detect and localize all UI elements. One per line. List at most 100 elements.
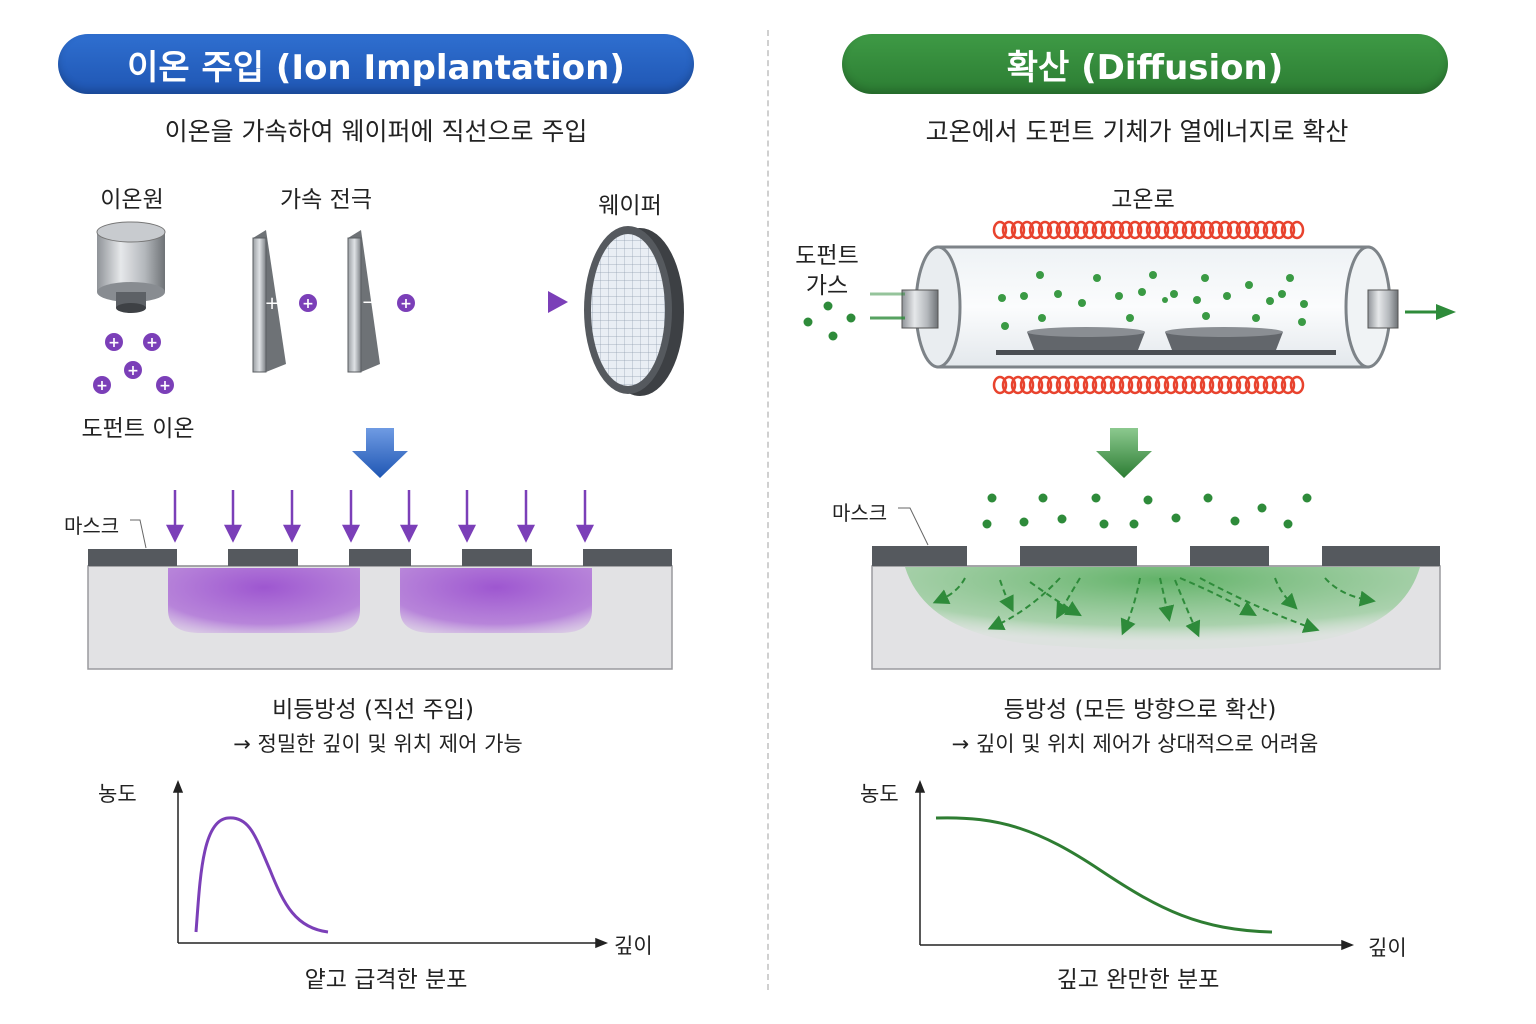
heater-coil-loop — [1136, 375, 1152, 395]
heater-coil-loop — [1226, 220, 1242, 240]
heater-coil-loop — [1199, 375, 1215, 395]
dopant-gas-dots-tube — [998, 271, 1308, 330]
heater-coil-loop — [1082, 375, 1098, 395]
heater-coil-loop — [1001, 375, 1017, 395]
heater-coil-loop — [1217, 220, 1233, 240]
left-mask-blocks — [88, 549, 672, 566]
heater-coil-loop — [1127, 375, 1143, 395]
heater-coil-loop — [992, 220, 1008, 240]
beam-ion-2: + — [397, 294, 415, 312]
heater-coil-loop — [1037, 375, 1053, 395]
heater-coil-loop — [1208, 220, 1224, 240]
heater-coil-loop — [1064, 220, 1080, 240]
heater-coil-loop — [1280, 375, 1296, 395]
ion-graph-ylabel: 농도 — [98, 782, 137, 806]
right-mask-blocks — [872, 546, 1440, 566]
heater-coil-loop — [1280, 220, 1296, 240]
dopant-ions-cluster: + + + + + — [93, 333, 174, 394]
heater-coil-loop — [1154, 375, 1170, 395]
gas-inlet-arrows — [870, 292, 905, 320]
dopant-gas-label-line1: 도펀트 — [795, 243, 859, 269]
heater-coil-loop — [1289, 220, 1305, 240]
left-mask-leader — [130, 519, 147, 549]
right-mask-label: 마스크 — [832, 501, 888, 525]
heater-coil-bottom — [992, 375, 1305, 395]
left-implant-region-2 — [400, 568, 592, 633]
svg-text:+: + — [400, 296, 412, 312]
heater-coil-loop — [1172, 375, 1188, 395]
right-substrate — [871, 565, 1441, 670]
heater-coil-loop — [1046, 375, 1062, 395]
heater-coil-loop — [1136, 220, 1152, 240]
ion-graph-caption: 얕고 급격한 분포 — [304, 967, 468, 993]
ion-property-line2: → 정밀한 깊이 및 위치 제어 가능 — [233, 732, 523, 756]
svg-text:−: − — [361, 292, 376, 313]
heater-coil-loop — [1253, 220, 1269, 240]
furnace-label: 고온로 — [1111, 187, 1175, 213]
acceleration-electrode-plus: + — [252, 230, 286, 373]
ion-property-line1: 비등방성 (직선 주입) — [272, 697, 474, 723]
wafer-label: 웨이퍼 — [598, 193, 662, 219]
heater-coil-loop — [992, 375, 1008, 395]
heater-coil-loop — [1091, 220, 1107, 240]
dopant-gas-dots-inlet — [803, 301, 856, 341]
ion-beam-arrowhead — [548, 291, 568, 313]
acceleration-electrode-minus: − — [347, 230, 380, 373]
dopant-gas-label-line2: 가스 — [805, 273, 849, 299]
heater-coil-loop — [1208, 375, 1224, 395]
ion-implantation-title: 이온 주입 (Ion Implantation) — [58, 34, 694, 94]
wafer — [584, 226, 684, 396]
heater-coil-loop — [1073, 375, 1089, 395]
heater-coil-loop — [1271, 220, 1287, 240]
heater-coil-loop — [1046, 220, 1062, 240]
svg-text:+: + — [96, 378, 108, 394]
heater-coil-loop — [1244, 220, 1260, 240]
heater-coil-loop — [1091, 375, 1107, 395]
svg-text:+: + — [159, 378, 171, 394]
heater-coil-loop — [1289, 375, 1305, 395]
heater-coil-loop — [1226, 375, 1242, 395]
heater-coil-loop — [1064, 375, 1080, 395]
dopant-dots-above-mask — [982, 493, 1312, 529]
heater-coil-loop — [1181, 375, 1197, 395]
right-mask-leader — [898, 507, 929, 546]
svg-text:+: + — [146, 335, 158, 351]
diffusion-process-down-arrow — [1096, 428, 1152, 478]
left-mask-label: 마스크 — [64, 514, 120, 538]
diffusion-title: 확산 (Diffusion) — [842, 34, 1448, 94]
heater-coil-loop — [1028, 375, 1044, 395]
heater-coil-loop — [1163, 375, 1179, 395]
left-implant-region-1 — [168, 568, 360, 633]
ion-source-label: 이온원 — [100, 187, 164, 213]
heater-coil-loop — [1262, 375, 1278, 395]
heater-coil-loop — [1172, 220, 1188, 240]
ion-subtitle: 이온을 가속하여 웨이퍼에 직선으로 주입 — [164, 117, 588, 146]
diffusion-subtitle: 고온에서 도펀트 기체가 열에너지로 확산 — [925, 117, 1349, 146]
heater-coil-loop — [1019, 220, 1035, 240]
center-divider — [767, 30, 769, 990]
svg-text:+: + — [302, 296, 314, 312]
heater-coil-loop — [1199, 220, 1215, 240]
heater-coil-loop — [1163, 220, 1179, 240]
heater-coil-loop — [1100, 220, 1116, 240]
heater-coil-loop — [1037, 220, 1053, 240]
heater-coil-loop — [1145, 220, 1161, 240]
heater-coil-loop — [1010, 220, 1026, 240]
heater-coil-top — [992, 220, 1305, 240]
diffusion-graph-ylabel: 농도 — [860, 782, 899, 806]
heater-coil-loop — [1082, 220, 1098, 240]
heater-coil-loop — [1145, 375, 1161, 395]
heater-coil-loop — [1190, 375, 1206, 395]
heater-coil-loop — [1235, 375, 1251, 395]
heater-coil-loop — [1100, 375, 1116, 395]
heater-coil-loop — [1055, 220, 1071, 240]
beam-ion-1: + — [299, 294, 317, 312]
heater-coil-loop — [1019, 375, 1035, 395]
diffusion-profile-axes — [914, 779, 1355, 951]
left-substrate — [87, 565, 673, 670]
heater-coil-loop — [1244, 375, 1260, 395]
heater-coil-loop — [1190, 220, 1206, 240]
gas-outlet-arrow — [1405, 304, 1456, 320]
heater-coil-loop — [1001, 220, 1017, 240]
